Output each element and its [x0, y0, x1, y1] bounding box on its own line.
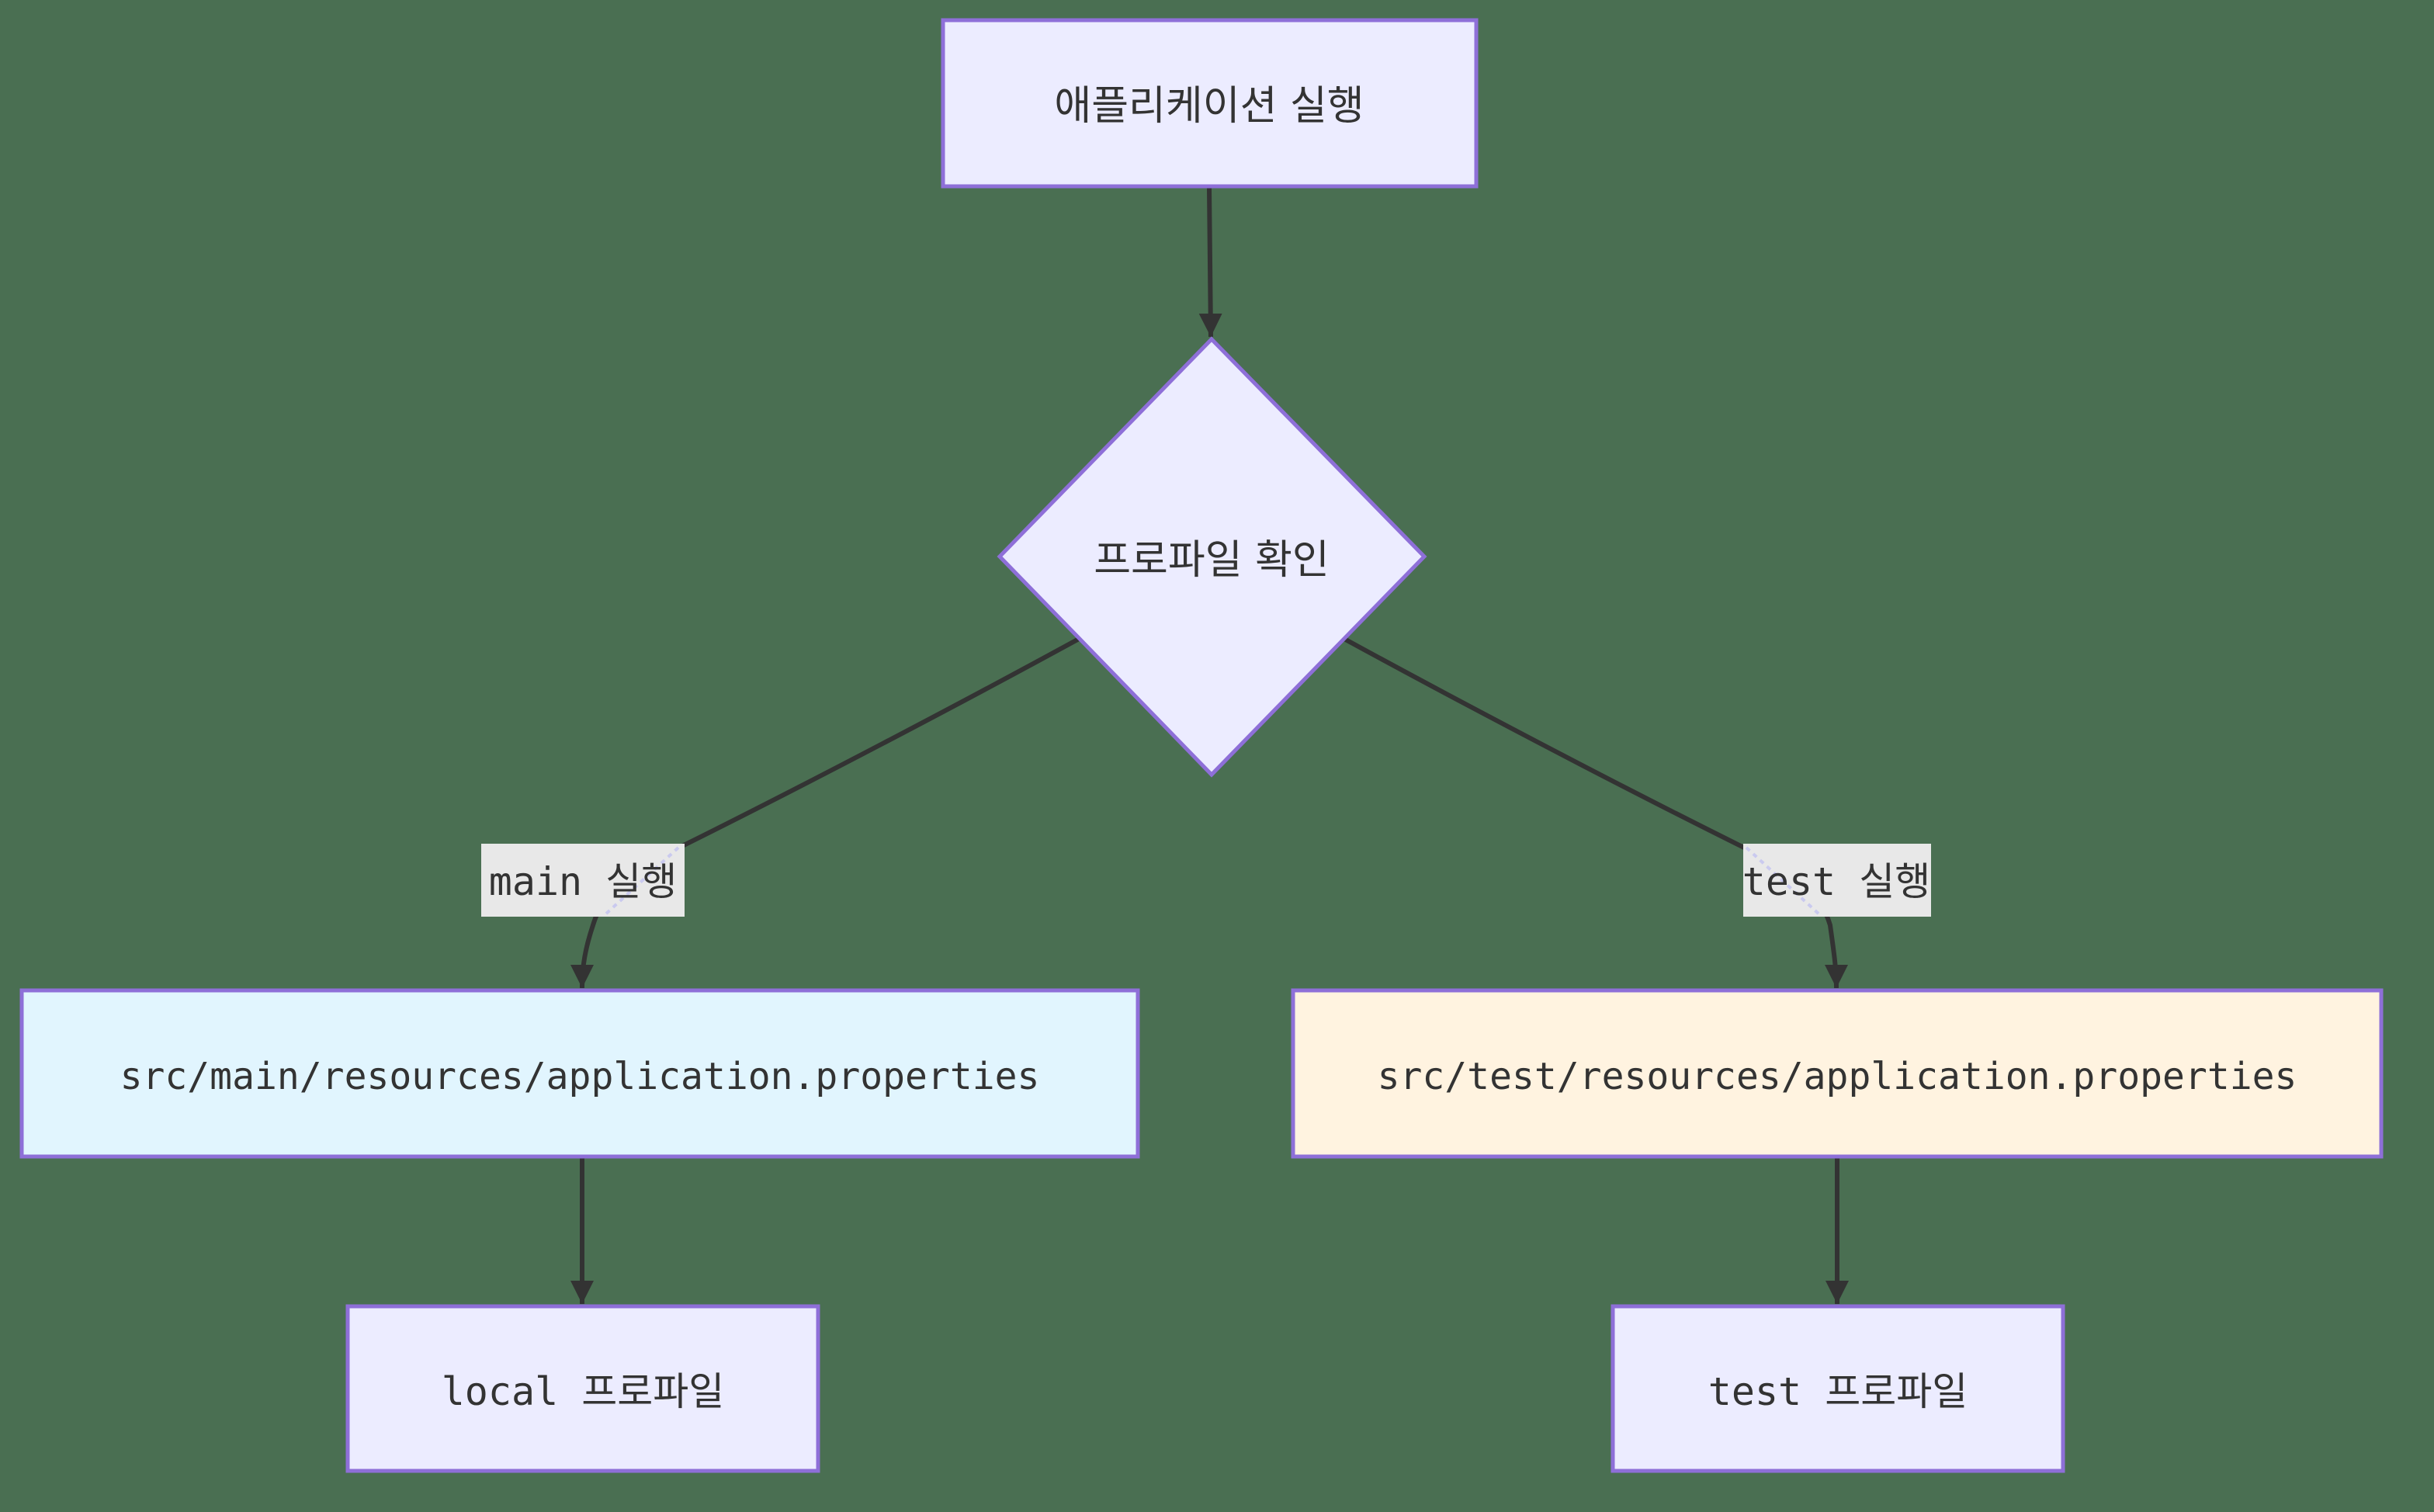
node-test-profile-box	[1611, 1304, 2065, 1473]
node-main-properties: src/main/resources/application.propertie…	[19, 988, 1140, 1159]
node-local-profile: local 프로파일	[345, 1304, 820, 1473]
node-main-properties-label: src/main/resources/application.propertie…	[120, 1055, 1040, 1098]
edge-label-test-bg	[1743, 844, 1931, 917]
node-start: 애플리케이션 실행	[941, 18, 1479, 189]
edge-label-test-text: test 실행	[1742, 859, 1931, 904]
node-test-properties-label: src/test/resources/application.propertie…	[1378, 1055, 2297, 1098]
node-decision: 프로파일 확인	[997, 336, 1427, 778]
node-start-label: 애플리케이션 실행	[1054, 83, 1364, 130]
node-test-properties: src/test/resources/application.propertie…	[1291, 988, 2384, 1159]
node-start-box	[941, 18, 1479, 189]
edge-label-main-text: main 실행	[489, 859, 678, 904]
edge-label-test: test 실행	[1742, 844, 1931, 917]
edge-label-main: main 실행	[481, 844, 685, 917]
edge-label-test-crossing-line	[1745, 846, 1821, 916]
node-local-profile-box	[345, 1304, 820, 1473]
edge-label-main-crossing-line	[604, 846, 680, 916]
node-test-profile: test 프로파일	[1611, 1304, 2065, 1473]
node-decision-label: 프로파일 확인	[1094, 537, 1330, 584]
node-local-profile-label: local 프로파일	[442, 1369, 725, 1414]
edge-label-main-bg	[481, 844, 685, 917]
node-test-profile-label: test 프로파일	[1708, 1369, 1968, 1414]
edge-start-to-decision	[1198, 187, 1222, 338]
node-main-properties-box	[19, 988, 1140, 1159]
node-decision-diamond	[997, 336, 1427, 778]
node-test-properties-box	[1291, 988, 2384, 1159]
